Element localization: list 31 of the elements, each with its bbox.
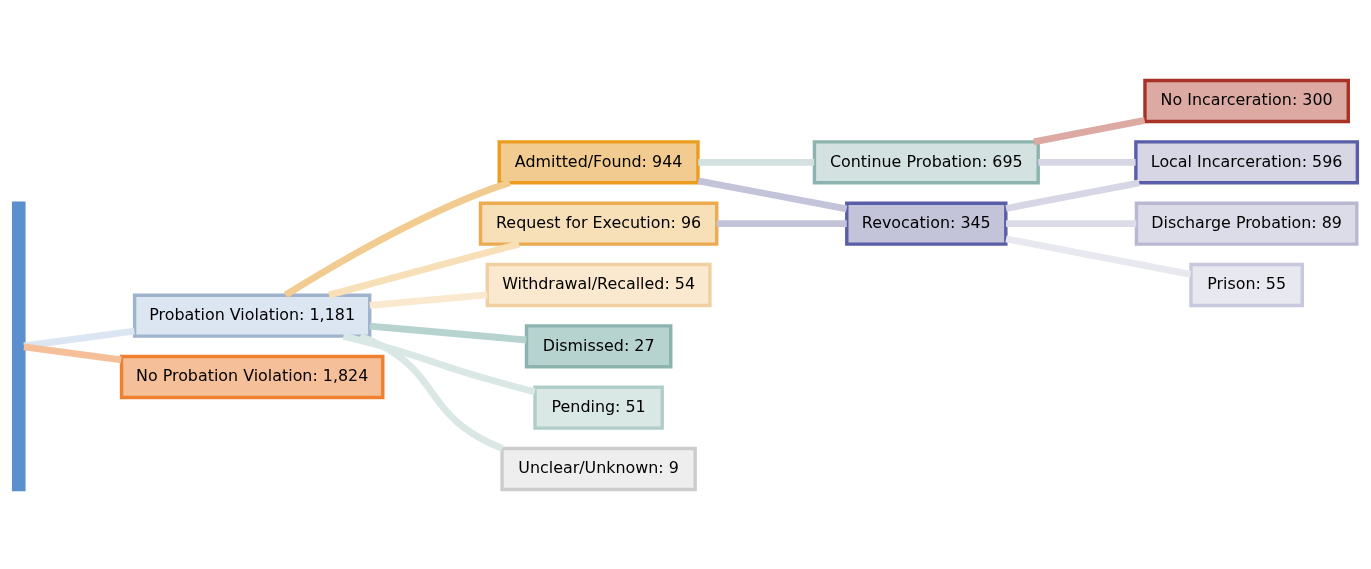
connector bbox=[1033, 116, 1146, 145]
connector bbox=[23, 343, 122, 363]
node-box: Continue Probation: 695 bbox=[812, 139, 1040, 184]
node-box: Withdrawal/Recalled: 54 bbox=[485, 262, 712, 307]
node-box: Request for Execution: 96 bbox=[478, 201, 719, 246]
connector bbox=[1005, 235, 1192, 278]
connector bbox=[697, 177, 848, 212]
connector bbox=[23, 327, 135, 349]
node-box: Unclear/Unknown: 9 bbox=[500, 446, 697, 491]
connector bbox=[1038, 158, 1136, 166]
connector bbox=[283, 179, 511, 298]
node-box: Discharge Probation: 89 bbox=[1134, 201, 1359, 246]
node-bar bbox=[11, 201, 26, 491]
connector bbox=[359, 332, 504, 452]
connector bbox=[698, 158, 815, 166]
node-box: Pending: 51 bbox=[533, 385, 664, 430]
connector bbox=[369, 290, 488, 309]
connector bbox=[1006, 219, 1137, 227]
node-box: Admitted/Found: 944 bbox=[497, 139, 700, 184]
node-box: No Incarceration: 300 bbox=[1143, 78, 1350, 123]
node-box: No Probation Violation: 1,824 bbox=[119, 354, 385, 399]
connector bbox=[1005, 178, 1140, 212]
connector bbox=[369, 322, 527, 343]
connector bbox=[716, 219, 847, 227]
node-box: Revocation: 345 bbox=[845, 201, 1008, 246]
node-box: Prison: 55 bbox=[1189, 262, 1304, 307]
connector bbox=[328, 240, 520, 298]
node-box: Dismissed: 27 bbox=[524, 323, 673, 368]
node-box: Probation Violation: 1,181 bbox=[132, 293, 372, 338]
node-box: Local Incarceration: 596 bbox=[1134, 139, 1360, 184]
connector bbox=[342, 332, 536, 395]
